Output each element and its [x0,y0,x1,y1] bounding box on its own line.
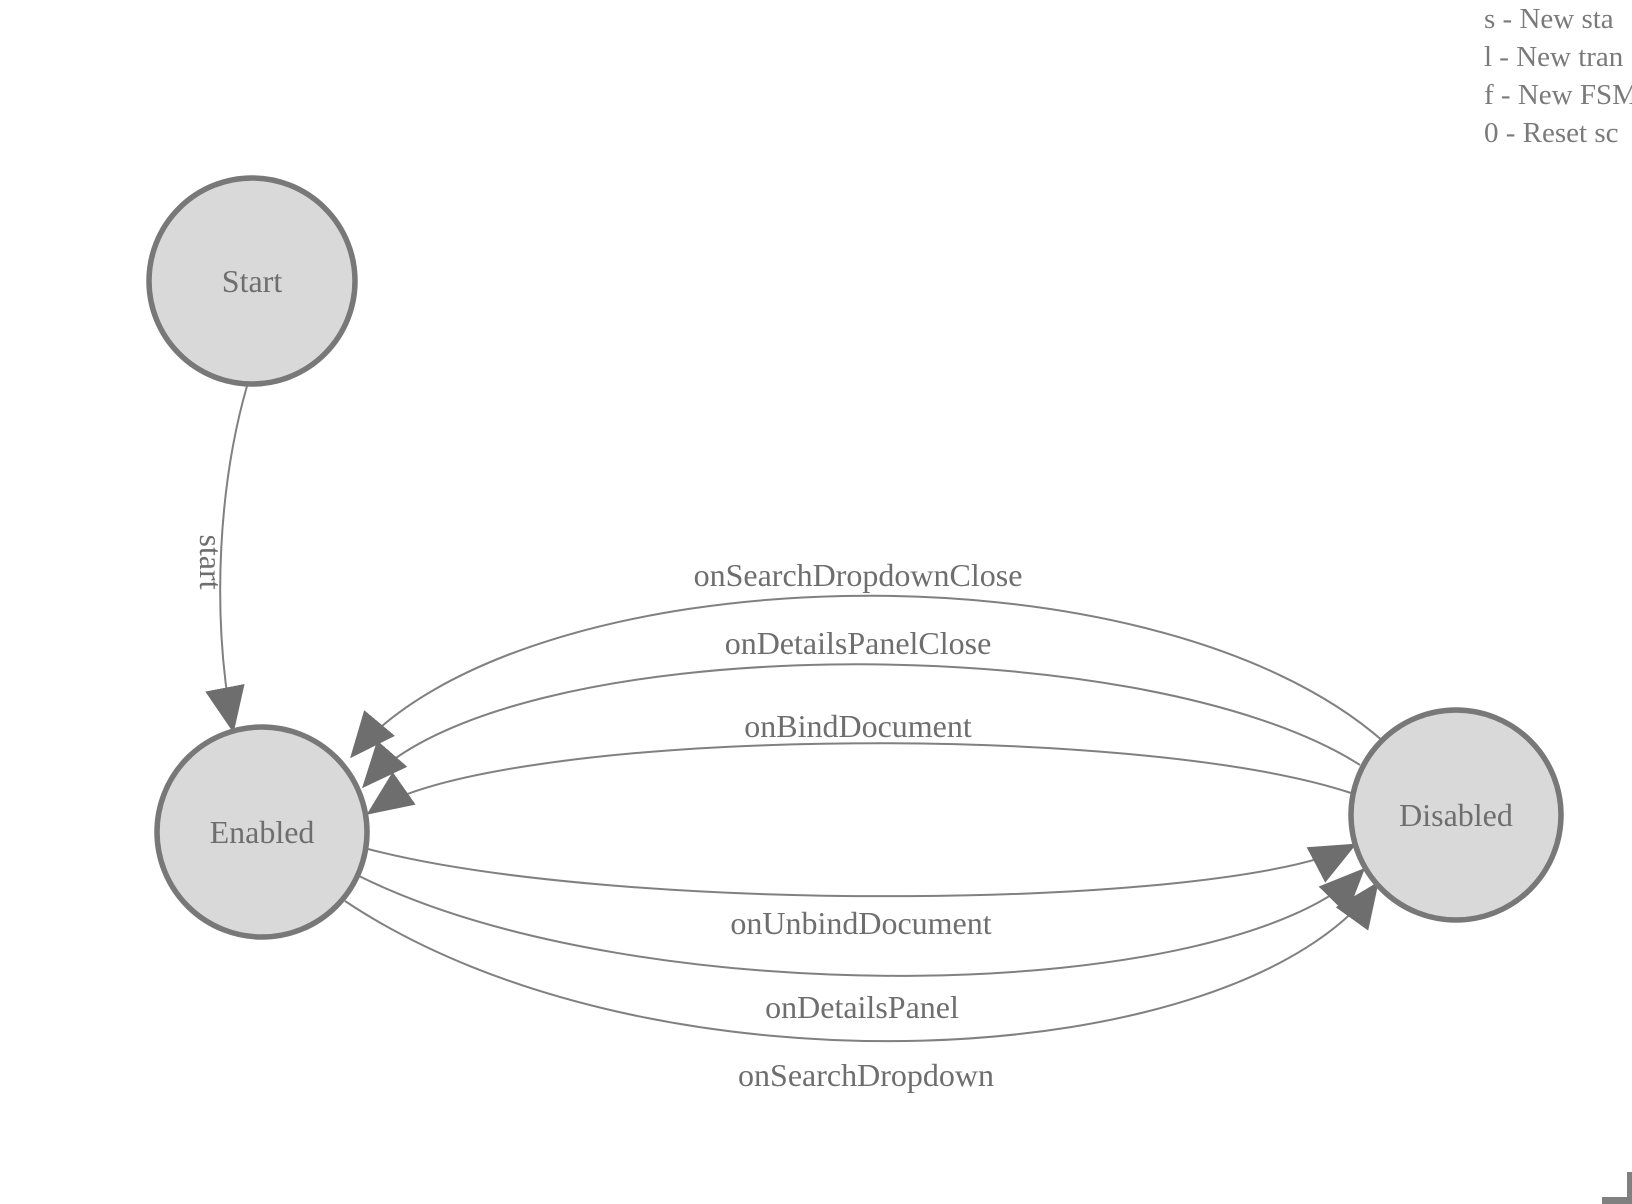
transition-label: onSearchDropdown [738,1057,994,1093]
corner-vertical-bar [1627,1172,1632,1204]
legend-line-reset: 0 - Reset sc [1484,117,1619,149]
shortcut-legend: s - New sta l - New tran f - New FSM 0 -… [1484,0,1632,152]
transition-path-onDetailsPanel[interactable] [358,867,1366,977]
transition-label: onBindDocument [744,708,972,744]
state-circle-disabled[interactable] [1348,707,1564,923]
transition-label: onDetailsPanelClose [725,625,992,661]
state-enabled[interactable]: Enabled [154,724,370,940]
legend-line-new-fsm: f - New FSM [1484,79,1632,111]
corner-horizontal-bar [1602,1197,1632,1204]
transition-path-onDetailsPanelClose[interactable] [362,663,1361,789]
transition-onDetailsPanel: onDetailsPanel [358,867,1366,1025]
transition-onSearchDropdown: onSearchDropdown [344,881,1379,1093]
transitions-layer: start onSearchDropdownClose onDetailsPanel… [193,385,1385,1093]
state-label: Disabled [1399,797,1513,833]
legend-line-new-state: s - New sta [1484,3,1614,35]
corner-widget [1602,1172,1632,1204]
transition-label: onSearchDropdownClose [694,557,1023,593]
transition-path-onSearchDropdown[interactable] [344,881,1379,1043]
state-label: Enabled [210,814,315,850]
transition-onSearchDropdownClose: onSearchDropdownClose [350,557,1385,759]
state-label: Start [222,263,283,299]
transition-label: onUnbindDocument [730,905,991,941]
transition-path-onBindDocument[interactable] [366,742,1352,815]
transition-path-onUnbindDocument[interactable] [367,843,1357,898]
transition-label: start [193,534,229,589]
transition-path-start[interactable] [205,385,248,733]
legend-line-new-transition: l - New tran [1484,41,1624,73]
state-circle-enabled[interactable] [154,724,370,940]
state-circle-start[interactable] [146,175,358,387]
transition-onDetailsPanelClose: onDetailsPanelClose [362,625,1361,789]
transition-start: start [193,385,248,733]
transition-path-onSearchDropdownClose[interactable] [350,594,1385,759]
transition-onBindDocument: onBindDocument [366,708,1352,815]
transition-onUnbindDocument: onUnbindDocument [367,843,1357,941]
state-start[interactable]: Start [146,175,358,387]
transition-label: onDetailsPanel [765,989,959,1025]
state-disabled[interactable]: Disabled [1348,707,1564,923]
